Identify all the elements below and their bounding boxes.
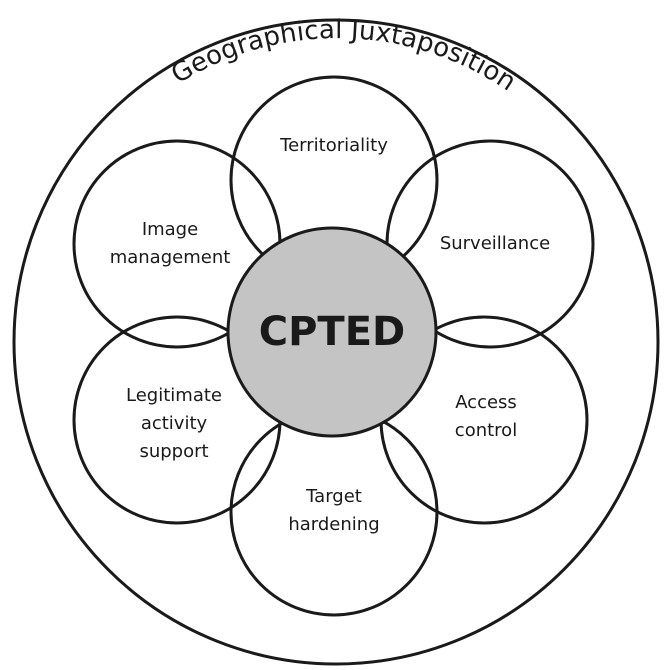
- outer-title-text: Geographical Juxtaposition: [166, 15, 521, 97]
- petal-label-line: Territoriality: [279, 135, 388, 156]
- center-label: CPTED: [259, 309, 405, 355]
- petal-label-line: control: [455, 420, 517, 441]
- petal-label-image-management: Image management: [110, 219, 231, 268]
- petal-label-line: Surveillance: [440, 233, 550, 254]
- petal-label-target-hardening: Target hardening: [288, 486, 379, 535]
- petal-label-line: Access: [455, 392, 517, 413]
- petal-label-legitimate-activity-support: Legitimate activity support: [126, 385, 222, 462]
- petal-label-line: Image: [142, 219, 198, 240]
- petal-circle-target-hardening: [229, 407, 439, 617]
- outer-title: Geographical Juxtaposition: [166, 15, 521, 97]
- petal-label-line: Target: [305, 486, 362, 507]
- petal-label-territoriality: Territoriality: [279, 135, 388, 156]
- petal-label-line: management: [110, 247, 231, 268]
- center-circle: [226, 226, 438, 438]
- outer-circle: [12, 18, 660, 666]
- petal-label-line: activity: [141, 413, 208, 434]
- petal-label-access-control: Access control: [455, 392, 517, 441]
- petal-label-line: hardening: [288, 514, 379, 535]
- petal-label-surveillance: Surveillance: [440, 233, 550, 254]
- petal-label-line: support: [139, 441, 208, 462]
- petal-label-line: Legitimate: [126, 385, 222, 406]
